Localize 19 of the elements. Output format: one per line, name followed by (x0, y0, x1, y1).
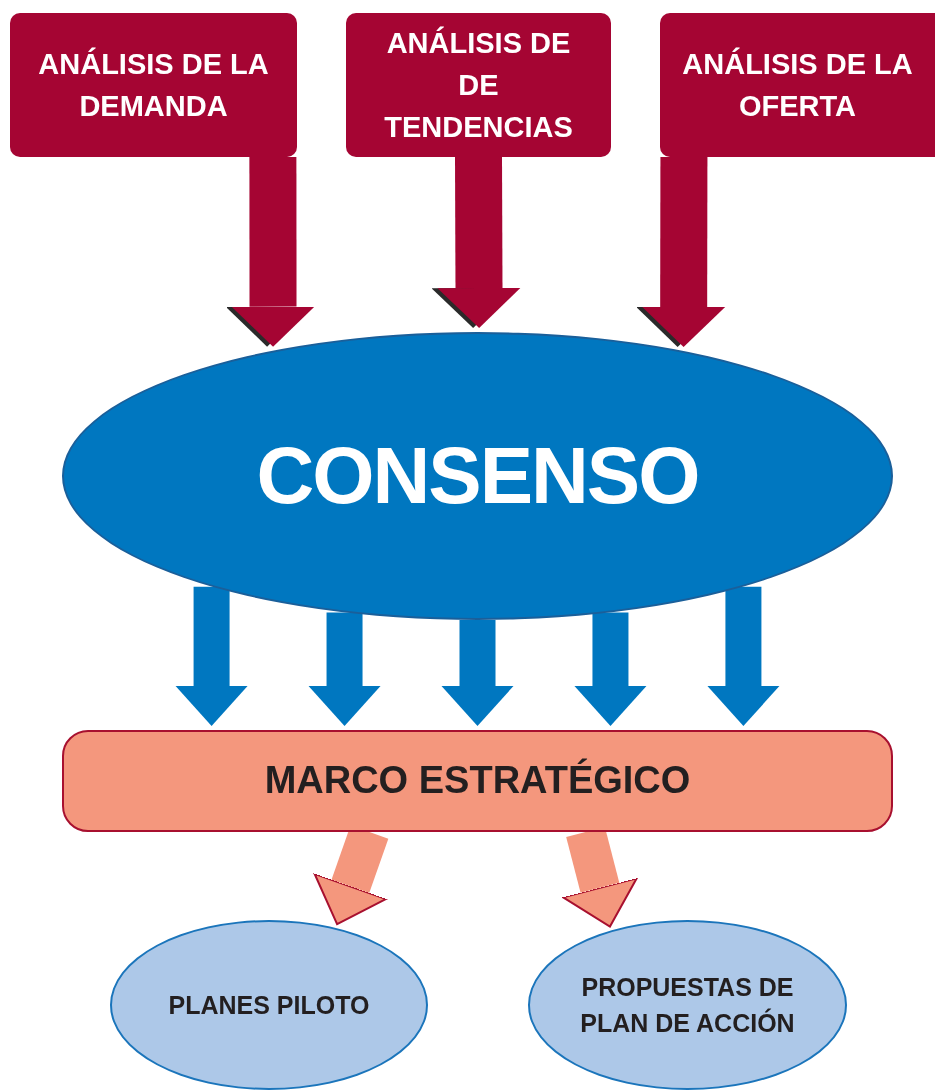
process-box (10, 13, 297, 157)
arrow (574, 612, 647, 726)
arrow (636, 156, 726, 347)
node-label: ANÁLISIS DE LA OFERTA (681, 46, 914, 124)
arrow (431, 156, 521, 328)
arrow (175, 586, 248, 726)
arrow (308, 612, 381, 726)
arrow (707, 586, 780, 726)
node-label: PLANES PILOTO (168, 989, 370, 1021)
node-label: ANÁLISIS DE LA DEMANDA (37, 46, 270, 124)
process-box (346, 13, 611, 157)
node-label: MARCO ESTRATÉGICO (264, 757, 691, 804)
process-box (660, 13, 935, 157)
rounded-box (62, 730, 893, 832)
node-label: PROPUESTAS DE PLAN DE ACCIÓN (579, 971, 796, 1039)
node-label: ANÁLISIS DE DE TENDENCIAS (383, 25, 574, 146)
arrow (225, 157, 315, 347)
arrow (441, 620, 514, 726)
node-label: CONSENSO (256, 430, 699, 522)
